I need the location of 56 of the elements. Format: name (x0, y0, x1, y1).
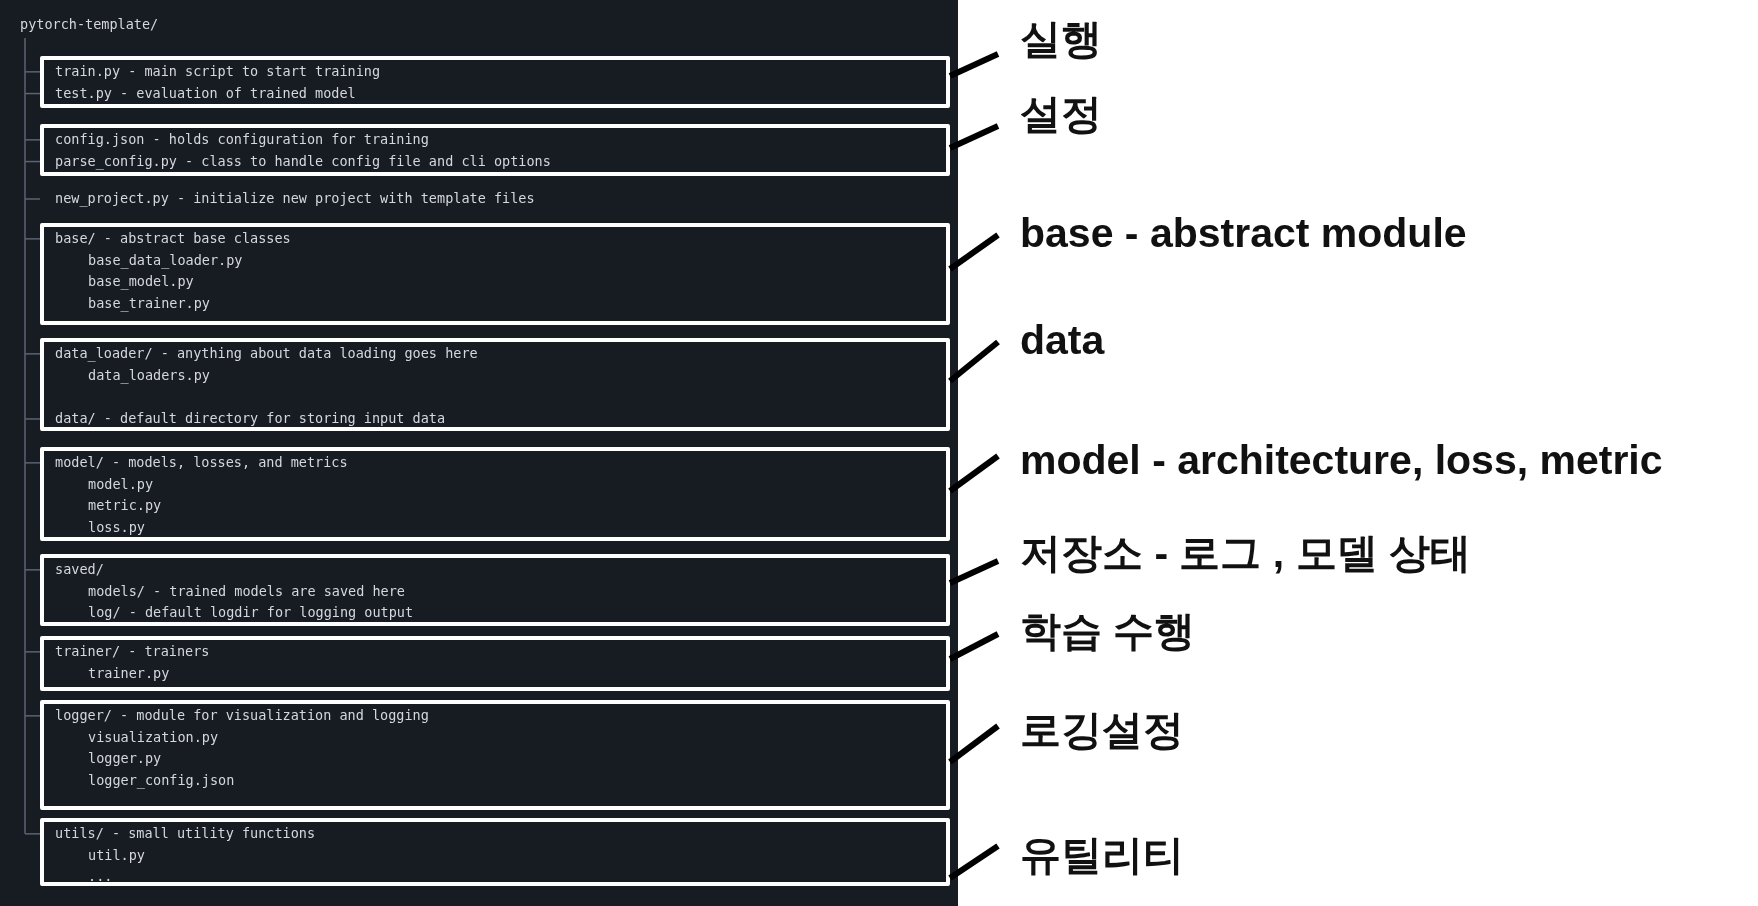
folder-entry: base/ - abstract base classes (55, 229, 291, 248)
callout-label: 설정 (998, 86, 1102, 142)
file-entry: logger.py (88, 749, 162, 769)
folder-entry: utils/ - small utility functions (55, 824, 316, 843)
callout-label: base - abstract module (998, 205, 1467, 261)
folder-entry: logger/ - module for visualization and logging (55, 706, 429, 725)
highlight-frame (40, 447, 950, 541)
file-entry: metric.py (88, 496, 162, 516)
folder-entry: config.json - holds configuration for training (55, 130, 429, 149)
file-entry: log/ - default logdir for logging output (88, 603, 414, 623)
file-entry: base_data_loader.py (88, 250, 243, 271)
file-entry: model.py (88, 474, 154, 494)
leader-line (948, 558, 1000, 586)
highlight-frame (40, 338, 950, 431)
file-entry: data_loaders.py (88, 365, 210, 386)
callout-label: 저장소 - 로그 , 모델 상태 (998, 525, 1471, 581)
highlight-frame (40, 818, 950, 886)
highlight-frame (40, 124, 950, 176)
folder-entry: train.py - main script to start training (55, 62, 381, 81)
highlight-frame (40, 223, 950, 325)
leader-line (948, 453, 1000, 494)
file-entry: trainer.py (88, 663, 170, 683)
file-entry: ... (88, 867, 113, 887)
leader-line (948, 123, 1000, 151)
leader-line (948, 723, 1000, 765)
folder-entry: saved/ (55, 560, 104, 579)
folder-entry: parse_config.py - class to handle config file and cli options (55, 151, 551, 172)
folder-entry: test.py - evaluation of trained model (55, 83, 356, 103)
highlight-frame (40, 636, 950, 691)
folder-entry: data/ - default directory for storing input data (55, 409, 446, 429)
callout-label: 로깅설정 (998, 702, 1184, 758)
callout-label: model - architecture, loss, metric (998, 432, 1663, 488)
leader-line (948, 339, 1000, 384)
highlight-frame (40, 554, 950, 626)
file-entry: util.py (88, 845, 145, 865)
leader-line (948, 631, 1000, 662)
file-entry: visualization.py (88, 727, 219, 747)
highlight-frame (40, 56, 950, 108)
highlight-frame (40, 700, 950, 810)
tree-entry: pytorch-template/ (20, 15, 159, 34)
leader-line (948, 843, 1000, 881)
file-entry: base_model.py (88, 272, 194, 292)
file-entry: logger_config.json (88, 771, 235, 791)
callout-label: 학습 수행 (998, 603, 1196, 659)
tree-entry: new_project.py - initialize new project with template files (55, 189, 535, 209)
folder-entry: trainer/ - trainers (55, 642, 210, 661)
callout-label: 실행 (998, 11, 1102, 67)
folder-entry: model/ - models, losses, and metrics (55, 453, 348, 472)
file-entry: base_trainer.py (88, 294, 210, 314)
folder-entry: data_loader/ - anything about data loading goes here (55, 344, 478, 364)
callout-label: 유틸리티 (998, 827, 1184, 883)
leader-line (948, 51, 1000, 79)
file-entry: models/ - trained models are saved here (88, 581, 405, 601)
leader-line (948, 232, 1000, 272)
file-entry: loss.py (88, 518, 145, 538)
callout-label: data (998, 312, 1105, 368)
